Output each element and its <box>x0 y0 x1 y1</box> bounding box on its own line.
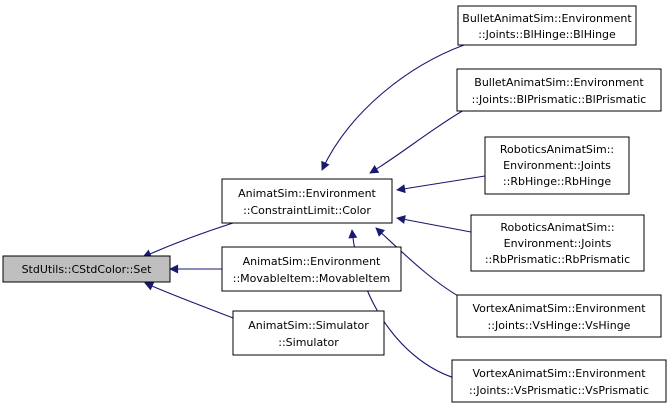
node-label-line-2: Environment::Joints <box>504 237 612 250</box>
node-label: StdUtils::CStdColor::Set <box>22 263 153 276</box>
node-vshinge[interactable]: VortexAnimatSim::Environment ::Joints::V… <box>456 294 662 338</box>
node-label-line-2: ::Joints::BlHinge::BlHinge <box>478 28 616 41</box>
edge-constraint-color-to-root <box>142 222 234 258</box>
node-label-line-1: AnimatSim::Simulator <box>248 319 369 332</box>
node-label-line-2: ::ConstraintLimit::Color <box>243 204 371 217</box>
node-rbprismatic[interactable]: RoboticsAnimatSim:: Environment::Joints … <box>470 214 645 272</box>
node-label-line-2: ::Joints::VsPrismatic::VsPrismatic <box>469 384 649 397</box>
node-label-line-1: AnimatSim::Environment <box>238 187 376 200</box>
node-blprismatic[interactable]: BulletAnimatSim::Environment ::Joints::B… <box>456 68 662 112</box>
node-label-line-3: ::RbPrismatic::RbPrismatic <box>485 253 630 266</box>
node-label-line-1: BulletAnimatSim::Environment <box>474 76 644 89</box>
node-rbhinge[interactable]: RoboticsAnimatSim:: Environment::Joints … <box>484 136 630 195</box>
node-constraintlimit-color[interactable]: AnimatSim::Environment ::ConstraintLimit… <box>221 178 393 224</box>
node-label-line-2: ::Joints::VsHinge::VsHinge <box>488 319 631 332</box>
node-label-line-3: ::RbHinge::RbHinge <box>503 175 611 188</box>
node-label-line-1: BulletAnimatSim::Environment <box>462 12 632 25</box>
edge-bl-prismatic-to-constraint-color <box>369 109 465 174</box>
edge-rb-hinge-to-constraint-color <box>396 175 486 194</box>
edge-vs-hinge-to-constraint-color <box>375 227 461 298</box>
node-label-line-1: RoboticsAnimatSim:: <box>500 143 614 156</box>
node-movableitem[interactable]: AnimatSim::Environment ::MovableItem::Mo… <box>221 246 402 292</box>
node-label-line-1: RoboticsAnimatSim:: <box>500 221 614 234</box>
node-label-line-1: VortexAnimatSim::Environment <box>472 302 646 315</box>
edge-simulator-to-root <box>144 282 234 319</box>
node-label-line-1: AnimatSim::Environment <box>243 255 381 268</box>
node-label-line-2: ::Simulator <box>278 336 339 349</box>
node-label-line-1: VortexAnimatSim::Environment <box>472 367 646 380</box>
node-simulator[interactable]: AnimatSim::Simulator ::Simulator <box>232 310 385 356</box>
edge-rb-prismatic-to-constraint-color <box>396 215 472 233</box>
node-label-line-2: ::Joints::BlPrismatic::BlPrismatic <box>472 93 647 106</box>
node-label-line-2: Environment::Joints <box>503 159 611 172</box>
edge-bl-hinge-to-constraint-color <box>321 44 465 171</box>
node-stdutils-cstdcolor-set[interactable]: StdUtils::CStdColor::Set <box>2 255 171 283</box>
node-blhinge[interactable]: BulletAnimatSim::Environment ::Joints::B… <box>457 5 637 46</box>
node-vsprismatic[interactable]: VortexAnimatSim::Environment ::Joints::V… <box>451 359 667 403</box>
node-label-line-2: ::MovableItem::MovableItem <box>233 272 390 285</box>
